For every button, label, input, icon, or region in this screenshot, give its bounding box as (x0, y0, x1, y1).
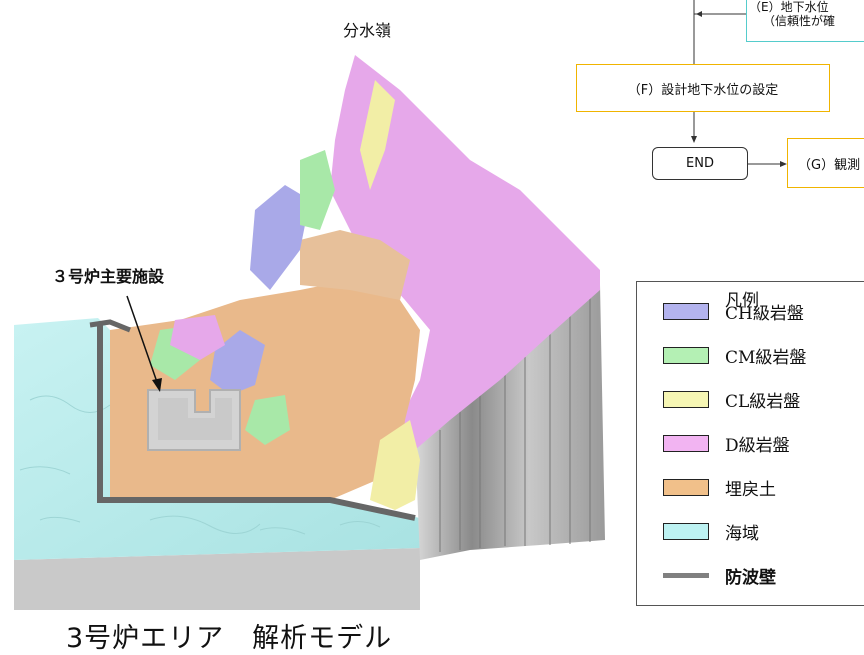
breakwater-top (89, 319, 131, 333)
d-rock-region (330, 55, 600, 450)
d-rock-patch (170, 315, 225, 360)
legend-label-cl: CL級岩盤 (725, 391, 801, 412)
sea-area (14, 318, 420, 560)
breakwater-line (97, 322, 416, 521)
ch-rock-region-2 (210, 330, 265, 395)
facility-arrow-line (126, 295, 159, 386)
legend-swatch-ch (663, 302, 709, 320)
cm-rock-region (300, 150, 335, 230)
flow-end-box: END (652, 147, 748, 180)
legend-item-cm: CM級岩盤 (663, 342, 806, 368)
legend-swatch-backfill (663, 478, 709, 496)
legend-label-wall: 防波壁 (725, 567, 776, 588)
legend-label-d: D級岩盤 (725, 435, 790, 456)
sea-block-side (14, 548, 420, 610)
flow-box-e-line1: （E）地下水位 (749, 0, 829, 14)
legend-item-backfill: 埋戻土 (663, 474, 776, 500)
legend-label-sea: 海域 (725, 523, 759, 544)
cliff-ridges (439, 292, 591, 552)
legend-item-wall: 防波壁 (663, 562, 776, 588)
legend-item-ch: CH級岩盤 (663, 298, 804, 324)
legend-swatch-wall (663, 572, 709, 578)
legend-swatch-cm (663, 346, 709, 364)
legend-swatch-d (663, 434, 709, 452)
legend-swatch-cl (663, 390, 709, 408)
facility-arrow-head (152, 378, 162, 392)
legend-label-ch: CH級岩盤 (725, 303, 804, 324)
backfill-upper (300, 230, 410, 300)
flow-box-e: （E）地下水位 （信頼性が確 (746, 0, 864, 42)
unit3-facility-label: ３号炉主要施設 (52, 267, 165, 286)
flow-box-e-line2: （信頼性が確 (763, 14, 836, 28)
legend-item-sea: 海域 (663, 518, 759, 544)
cliff-face (415, 285, 605, 560)
flow-box-g: （G）観測 (787, 138, 864, 188)
ch-rock-region (250, 185, 310, 290)
legend-swatch-sea (663, 522, 709, 540)
flow-box-f-label: （F）設計地下水位の設定 (627, 82, 779, 98)
cm-rock-region-3 (245, 395, 290, 445)
legend-label-cm: CM級岩盤 (725, 347, 807, 368)
legend-box: 凡例 CH級岩盤 CM級岩盤 CL級岩盤 D級岩盤 埋戻土 海域 防波壁 (636, 281, 864, 606)
flow-box-f: （F）設計地下水位の設定 (576, 64, 830, 112)
model-caption: 3号炉エリア 解析モデル (66, 623, 393, 654)
cl-rock-region (370, 420, 420, 510)
flow-box-g-label: （G）観測 (798, 157, 861, 173)
legend-label-backfill: 埋戻土 (725, 479, 776, 500)
legend-item-d: D級岩盤 (663, 430, 790, 456)
cl-rock-region-2 (360, 80, 395, 190)
watershed-label: 分水嶺 (343, 21, 392, 40)
legend-item-cl: CL級岩盤 (663, 386, 800, 412)
legend-title: 凡例 (725, 291, 759, 311)
flow-end-label: END (686, 156, 714, 171)
